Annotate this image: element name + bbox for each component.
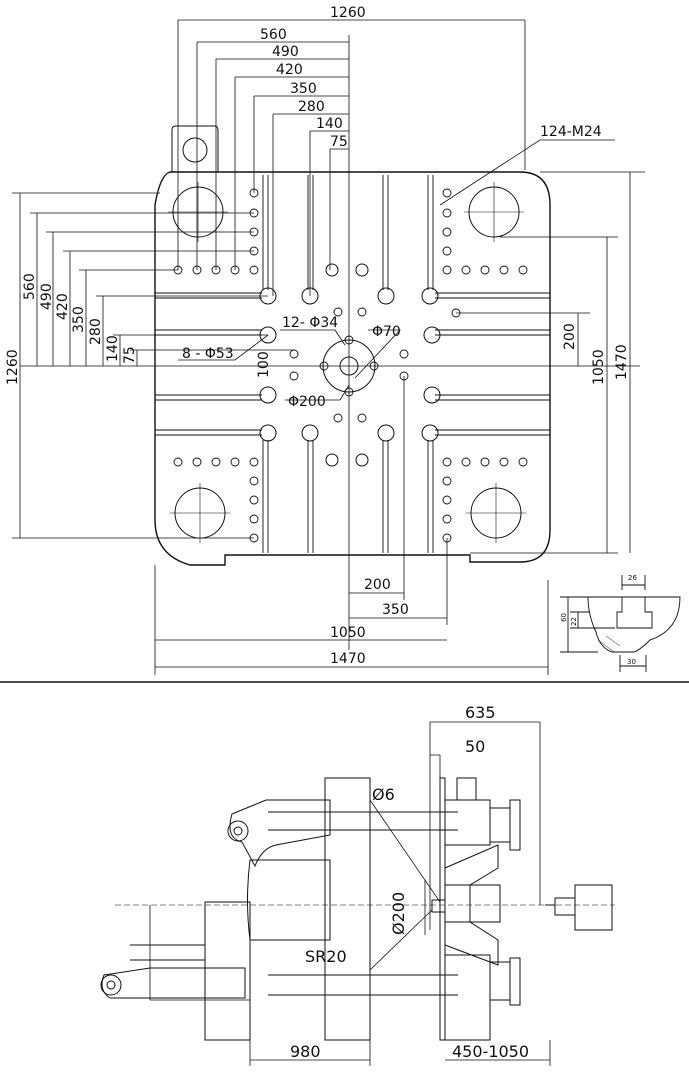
callout-small-holes: 12- Φ34 <box>282 315 338 331</box>
dim-left-140: 140 <box>105 335 121 362</box>
callout-ring: Φ200 <box>288 394 326 410</box>
threaded-holes <box>173 188 528 543</box>
dim-left-490: 490 <box>39 283 55 310</box>
slot-detail <box>560 575 681 672</box>
slot-dim-depth: 22 <box>570 617 578 626</box>
side-dia-6: Ø6 <box>372 785 395 804</box>
top-dimensions <box>177 19 526 296</box>
callout-leaders <box>178 139 615 401</box>
dim-top-280: 280 <box>298 99 325 115</box>
large-holes <box>259 287 441 442</box>
callout-center-bore: Φ70 <box>372 324 401 340</box>
dim-right-200: 200 <box>562 323 578 350</box>
dim-left-1260: 1260 <box>5 349 21 385</box>
dim-left-350: 350 <box>71 306 87 333</box>
dim-top-350: 350 <box>290 81 317 97</box>
slot-dim-bottom: 30 <box>627 658 636 666</box>
dim-top-490: 490 <box>272 44 299 60</box>
platen-outline <box>154 125 551 566</box>
dim-top-75: 75 <box>330 134 348 150</box>
right-dimensions <box>456 171 645 554</box>
side-view <box>100 721 615 1066</box>
dim-left-420: 420 <box>55 293 71 320</box>
left-dimensions <box>12 192 294 539</box>
slot-dim-height: 60 <box>560 613 568 622</box>
dim-bottom-1050: 1050 <box>330 625 366 641</box>
side-dim-50: 50 <box>465 737 485 756</box>
dim-bottom-1470: 1470 <box>330 651 366 667</box>
dim-bottom-350: 350 <box>382 602 409 618</box>
side-dim-stroke: 450-1050 <box>452 1042 529 1061</box>
side-dim-635: 635 <box>465 703 496 722</box>
callout-threaded-holes: 124-M24 <box>540 124 602 140</box>
side-dim-980: 980 <box>290 1042 321 1061</box>
t-slots <box>155 175 550 553</box>
dim-top-140: 140 <box>316 116 343 132</box>
medium-holes <box>325 263 369 467</box>
dim-bottom-200: 200 <box>364 577 391 593</box>
bottom-dimensions <box>154 376 549 675</box>
dim-left-75: 75 <box>122 346 138 364</box>
center-bore <box>20 35 640 650</box>
dim-top-1260: 1260 <box>330 5 366 21</box>
side-sr20: SR20 <box>305 947 347 966</box>
side-dia-200: Ø200 <box>389 892 408 935</box>
dim-right-1470: 1470 <box>614 344 630 380</box>
slot-dim-top: 26 <box>628 574 637 582</box>
dim-top-420: 420 <box>276 62 303 78</box>
callout-large-holes: 8 - Φ53 <box>182 346 234 362</box>
dim-right-1050: 1050 <box>591 349 607 385</box>
dim-left-280: 280 <box>88 318 104 345</box>
dim-top-560: 560 <box>260 27 287 43</box>
callout-offset: 100 <box>256 351 272 378</box>
dim-left-560: 560 <box>22 273 38 300</box>
